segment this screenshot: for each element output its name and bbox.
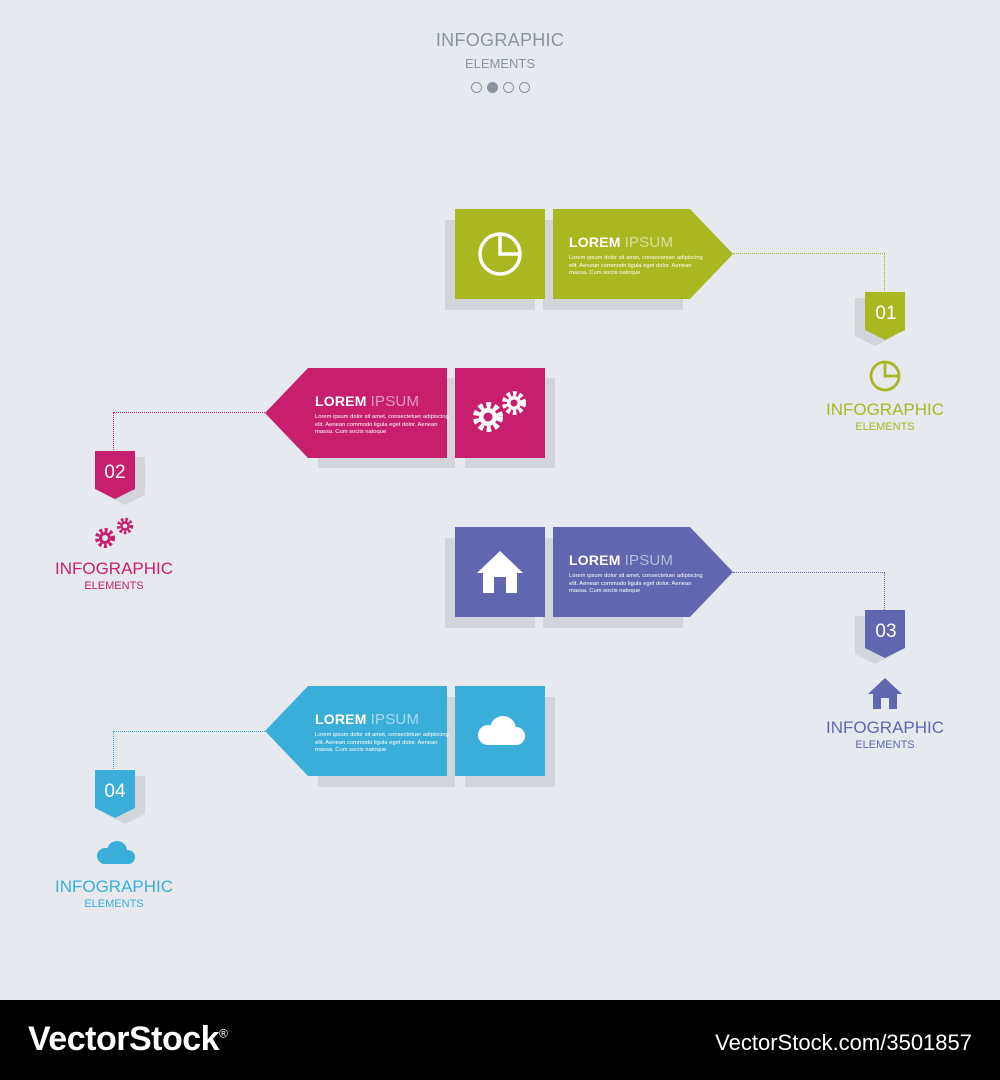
registered-mark: ® — [219, 1026, 228, 1041]
step-04-label-title: INFOGRAPHIC — [54, 877, 174, 896]
gears-icon — [95, 517, 134, 548]
step-03-tag — [855, 610, 905, 664]
step-03-label-subtitle: ELEMENTS — [855, 739, 915, 751]
pagination-dot-active — [486, 82, 498, 93]
step-04-label-subtitle: ELEMENTS — [84, 898, 144, 910]
step-04-icon-tile — [455, 686, 545, 776]
pagination-dot — [502, 82, 514, 93]
home-icon — [477, 551, 523, 593]
step-03-label-title: INFOGRAPHIC — [825, 718, 945, 737]
cloud-icon — [478, 716, 525, 745]
cloud-icon — [97, 841, 135, 864]
step-04-tag — [95, 770, 145, 824]
step-03-description: Lorem ipsum dolor sit amet, consectetuer… — [569, 573, 703, 595]
step-04-title: LOREM IPSUM — [315, 711, 450, 728]
home-icon — [868, 678, 902, 709]
step-04-number: 04 — [104, 781, 126, 802]
title-bold: LOREM — [315, 711, 367, 727]
connector — [113, 731, 267, 732]
title-bold: LOREM — [315, 393, 367, 409]
pagination-dot — [518, 82, 530, 93]
connector — [884, 253, 885, 293]
step-02-label-title: INFOGRAPHIC — [54, 559, 174, 578]
step-01-tag — [855, 292, 905, 346]
step-02-label-subtitle: ELEMENTS — [84, 580, 144, 592]
title-light: IPSUM — [624, 552, 674, 569]
title-bold: LOREM — [569, 552, 621, 568]
title-bold: LOREM — [569, 234, 621, 250]
step-03-icon-tile — [455, 527, 545, 617]
connector — [113, 412, 114, 452]
step-01-description: Lorem ipsum dolor sit amet, consectetuer… — [569, 255, 703, 277]
step-04-text: LOREM IPSUM Lorem ipsum dolor sit amet, … — [315, 711, 450, 755]
title-light: IPSUM — [370, 711, 420, 728]
brand-logo: VectorStock® — [28, 1020, 228, 1059]
step-01-title: LOREM IPSUM — [569, 234, 704, 251]
step-01-banner — [553, 209, 733, 299]
connector — [733, 572, 885, 573]
pie-chart-icon — [478, 232, 522, 276]
header-subtitle: ELEMENTS — [464, 56, 536, 71]
connector — [113, 731, 114, 771]
step-03-title: LOREM IPSUM — [569, 552, 704, 569]
connector — [113, 412, 267, 413]
step-01-label-subtitle: ELEMENTS — [855, 421, 915, 433]
pagination-dots — [0, 82, 1000, 93]
step-04-banner — [265, 686, 447, 776]
step-01-label-title: INFOGRAPHIC — [825, 400, 945, 419]
title-light: IPSUM — [370, 393, 420, 410]
step-02-number: 02 — [104, 462, 126, 483]
step-01-text: LOREM IPSUM Lorem ipsum dolor sit amet, … — [569, 234, 704, 278]
step-02-title: LOREM IPSUM — [315, 393, 450, 410]
connector — [733, 253, 885, 254]
title-light: IPSUM — [624, 234, 674, 251]
step-03-banner — [553, 527, 733, 617]
gears-icon — [473, 391, 526, 432]
step-02-text: LOREM IPSUM Lorem ipsum dolor sit amet, … — [315, 393, 450, 437]
pagination-dot — [470, 82, 482, 93]
step-02-icon-tile — [455, 368, 545, 458]
step-02-description: Lorem ipsum dolor sit amet, consectetuer… — [315, 414, 449, 436]
header-title: INFOGRAPHIC — [435, 30, 565, 50]
watermark-bar — [0, 1000, 1000, 1080]
connector — [884, 572, 885, 612]
step-04-description: Lorem ipsum dolor sit amet, consectetuer… — [315, 732, 449, 754]
pie-chart-icon — [869, 360, 901, 392]
stock-id: VectorStock.com/3501857 — [715, 1030, 972, 1055]
step-03-text: LOREM IPSUM Lorem ipsum dolor sit amet, … — [569, 552, 704, 596]
step-01-number: 01 — [875, 303, 897, 324]
step-01-icon-tile — [455, 209, 545, 299]
step-02-tag — [95, 451, 145, 505]
brand-name: VectorStock — [28, 1020, 220, 1058]
step-03-number: 03 — [875, 621, 897, 642]
step-02-banner — [265, 368, 447, 458]
